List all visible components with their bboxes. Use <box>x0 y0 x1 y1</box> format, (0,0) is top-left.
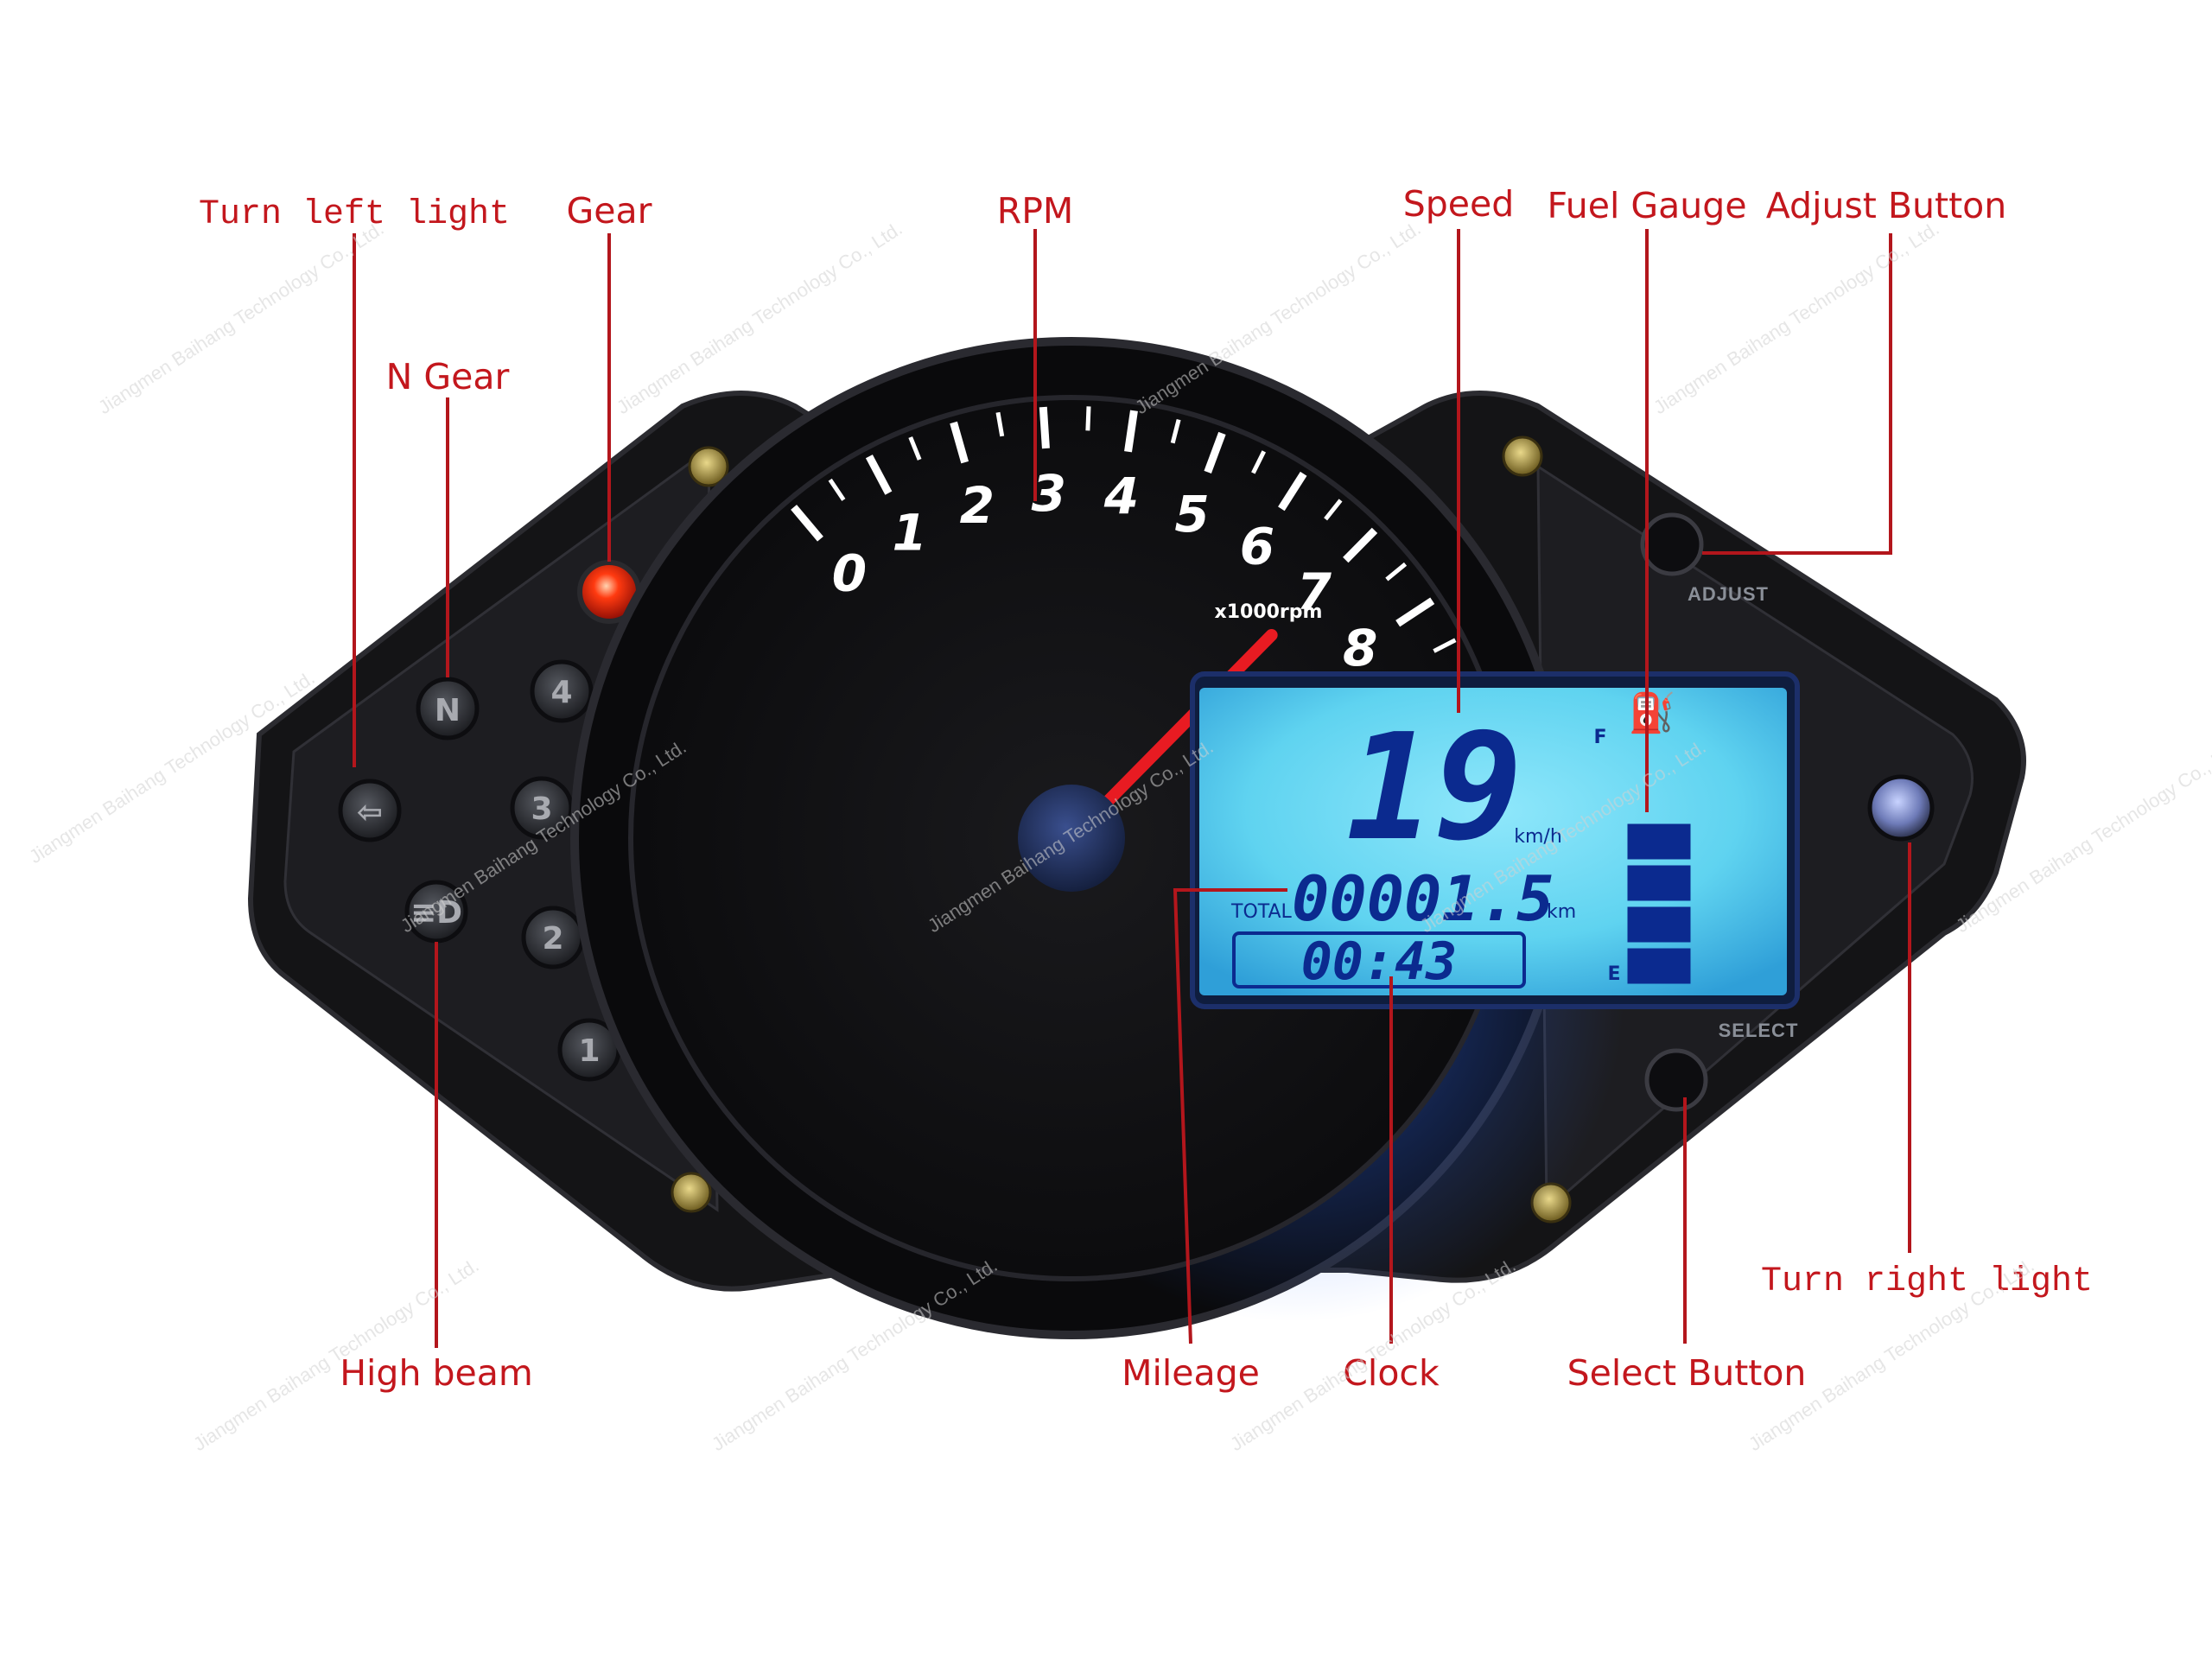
tach-minor-tick <box>1385 562 1408 582</box>
callout-high-beam: High beam <box>340 1352 533 1394</box>
callout-fuel-gauge: Fuel Gauge <box>1547 185 1746 226</box>
callout-speed: Speed <box>1403 183 1515 225</box>
gear-2-label: 2 <box>542 921 563 957</box>
fuel-bar-segment <box>1627 823 1691 860</box>
tach-tick-label: 6 <box>1240 518 1274 576</box>
watermark-text: Jiangmen Baihang Technology Co., Ltd. <box>1649 218 1942 419</box>
tach-minor-tick <box>995 411 1005 437</box>
high-beam-indicator-icon <box>404 880 468 944</box>
indicator-panel: ⇦ N ≡D 4 3 2 1 <box>338 560 641 1082</box>
leader-adjust <box>1702 233 1892 555</box>
tach-major-tick <box>1124 410 1138 453</box>
tach-minor-tick <box>908 436 922 461</box>
tach-unit-label: x1000rpm <box>1215 601 1323 623</box>
tach-tick-label: 3 <box>1032 464 1066 523</box>
gear-4-label: 4 <box>550 675 572 710</box>
leader-lines <box>353 229 1911 1348</box>
high-beam-symbol-icon: ≡D <box>410 895 462 931</box>
callout-clock: Clock <box>1343 1352 1440 1394</box>
lcd-odo-label: TOTAL <box>1230 901 1293 923</box>
leader-mileage <box>1173 888 1287 1344</box>
screw-icon <box>688 446 729 487</box>
tach-tick-label: 2 <box>960 476 995 535</box>
turn-left-indicator-icon <box>338 779 402 842</box>
tach-tick-label: 4 <box>1103 467 1139 525</box>
gear-4-indicator-icon <box>530 659 594 723</box>
select-button[interactable] <box>1644 1048 1708 1112</box>
screw-icon <box>671 1172 712 1213</box>
tach-minor-tick <box>1324 499 1343 521</box>
tach-major-tick <box>791 505 823 542</box>
gear-1-label: 1 <box>578 1033 600 1069</box>
lcd-speed-readout: 19 <box>1346 702 1523 874</box>
tach-major-tick <box>950 421 969 464</box>
clock-box <box>1232 931 1526 988</box>
callout-rpm: RPM <box>997 190 1074 232</box>
screw-icon <box>1502 435 1543 477</box>
neutral-indicator-icon <box>416 677 480 741</box>
lcd-odo-unit: km <box>1547 901 1576 923</box>
tach-tick-label: 0 <box>832 544 867 603</box>
fuel-gauge-bars <box>1627 823 1691 984</box>
neutral-indicator-label: N <box>435 693 461 728</box>
tach-minor-tick <box>1433 638 1457 653</box>
gear-3-label: 3 <box>531 791 552 827</box>
fuel-pump-icon: ⛽ <box>1629 691 1676 735</box>
tach-tick-label: 5 <box>1174 485 1209 543</box>
fuel-bar-segment <box>1627 865 1691 901</box>
callout-select-button: Select Button <box>1567 1352 1807 1394</box>
callout-n-gear: N Gear <box>386 356 510 397</box>
turn-right-indicator-icon <box>1867 774 1935 842</box>
tach-minor-tick <box>1085 406 1091 431</box>
adjust-button-label: ADJUST <box>1688 583 1769 605</box>
fuel-empty-label: E <box>1607 963 1620 985</box>
select-button-label: SELECT <box>1719 1020 1799 1041</box>
control-buttons: ADJUST SELECT <box>1640 512 1935 1112</box>
fuel-bar-segment <box>1627 906 1691 943</box>
callout-turn-left: Turn left light <box>199 195 510 234</box>
lcd-odometer-readout: 00001.5 <box>1292 862 1554 935</box>
tach-major-tick <box>1343 527 1378 563</box>
tach-major-tick <box>1204 431 1226 474</box>
gear-3-indicator-icon <box>510 776 574 840</box>
main-dial: 0123456789101112 x1000rpm <box>570 337 1624 1339</box>
lcd-speed-unit: km/h <box>1514 826 1562 848</box>
callout-labels: Turn left light Gear N Gear RPM Speed Fu… <box>199 183 2093 1394</box>
needle-hub <box>1018 785 1125 892</box>
lcd-display: 19 km/h ⛽ F E TOTAL 00001.5 km 00:43 <box>1190 671 1800 1009</box>
watermark-text: Jiangmen Baihang Technology Co., Ltd. <box>94 218 387 419</box>
tach-minor-tick <box>1170 419 1181 444</box>
callout-adjust-button: Adjust Button <box>1766 185 2007 226</box>
adjust-button[interactable] <box>1640 512 1704 576</box>
tach-minor-tick <box>1251 450 1267 474</box>
tach-minor-tick <box>828 478 846 501</box>
tach-tick-label: 7 <box>1297 563 1332 621</box>
tach-major-tick <box>1278 471 1307 512</box>
callout-mileage: Mileage <box>1122 1352 1260 1394</box>
fuel-bar-segment <box>1627 948 1691 984</box>
lcd-clock-readout: 00:43 <box>1301 931 1458 992</box>
fuel-full-label: F <box>1593 727 1606 748</box>
tach-major-tick <box>865 454 893 495</box>
callout-gear: Gear <box>567 190 652 232</box>
tach-tick-label: 8 <box>1343 619 1377 677</box>
tach-major-tick <box>1395 597 1435 627</box>
tach-major-tick <box>1039 406 1050 449</box>
callout-turn-right: Turn right light <box>1761 1262 2093 1301</box>
tach-tick-label: 1 <box>893 504 927 563</box>
turn-left-arrow-icon: ⇦ <box>357 795 383 830</box>
